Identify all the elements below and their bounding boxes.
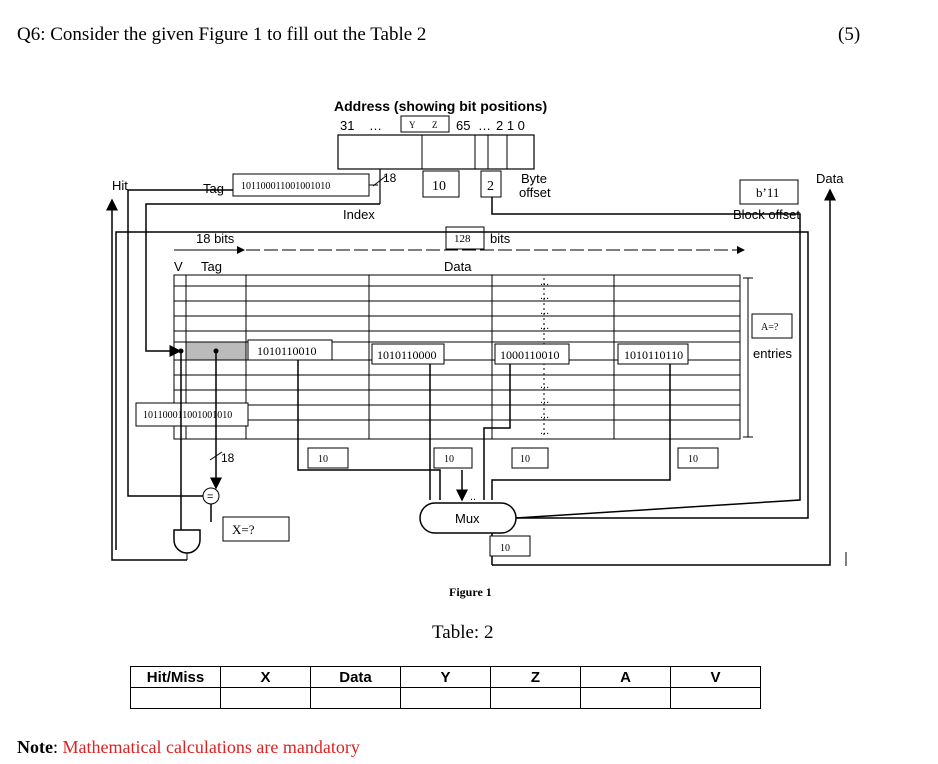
bits-18-label: 18 bits [196, 231, 235, 246]
svg-text:..: .. [470, 491, 476, 503]
compare-width: 18 [221, 451, 235, 465]
x-label: X=? [232, 522, 255, 537]
index-value: 10 [432, 179, 446, 194]
bit-31: 31 [340, 118, 354, 133]
yz-box [400, 115, 450, 133]
v-column-label: V [174, 259, 183, 274]
answer-cell-data[interactable] [310, 687, 401, 709]
word-3: 1010110110 [624, 348, 683, 362]
table-answer-row [130, 687, 761, 709]
entries-label: entries [753, 346, 793, 361]
block-offset-value: b’11 [756, 185, 779, 200]
byte-offset-2: offset [519, 185, 551, 200]
word-0: 1010110010 [257, 344, 317, 358]
word-width-1: 10 [444, 454, 454, 465]
note: Note: Mathematical calculations are mand… [17, 737, 360, 757]
svg-text:...: ... [540, 409, 549, 421]
hit-label: Hit [112, 178, 128, 193]
svg-text:...: ... [540, 394, 549, 406]
question-marks: (5) [838, 24, 861, 45]
a-label: A=? [761, 322, 779, 333]
table-header-row: Hit/Miss X Data Y Z A V [130, 666, 761, 688]
word-1: 1010110000 [377, 348, 437, 362]
answer-cell-hit-miss[interactable] [130, 687, 221, 709]
word-width-0: 10 [318, 454, 328, 465]
word-width-3: 10 [688, 454, 698, 465]
data-out-label: Data [816, 171, 844, 186]
bit-dots: … [369, 118, 382, 133]
bit-dots-2: … [478, 118, 491, 133]
header-z: Z [490, 666, 581, 688]
figure-caption: Figure 1 [449, 585, 492, 599]
answer-cell-x[interactable] [220, 687, 311, 709]
table-2: Hit/Miss X Data Y Z A V [130, 666, 761, 709]
answer-cell-a[interactable] [580, 687, 671, 709]
question-title: Q6: Consider the given Figure 1 to fill … [17, 24, 427, 45]
index-label: Index [343, 207, 375, 222]
tag-label: Tag [203, 181, 224, 196]
tag-compare-value: 101100011001001010 [143, 410, 232, 421]
byte-offset-1: Byte [521, 171, 547, 186]
bits-low: 2 1 0 [496, 118, 525, 133]
svg-text:...: ... [540, 290, 549, 302]
data-column-label: Data [444, 259, 472, 274]
bit-y: Y [409, 120, 416, 130]
eq-symbol: = [207, 491, 213, 503]
tag-width: 18 [383, 171, 397, 185]
offset-width: 2 [487, 179, 494, 194]
mux-out-width: 10 [500, 543, 510, 554]
word-width-2: 10 [520, 454, 530, 465]
answer-cell-y[interactable] [400, 687, 491, 709]
mux-label: Mux [455, 511, 480, 526]
header-data: Data [310, 666, 401, 688]
header-y: Y [400, 666, 491, 688]
svg-text:...: ... [540, 320, 549, 332]
svg-text:...: ... [540, 425, 549, 437]
data-bits-num: 128 [454, 233, 471, 245]
svg-text:...: ... [540, 379, 549, 391]
header-v: V [670, 666, 761, 688]
data-bits-unit: bits [490, 231, 511, 246]
and-gate [173, 529, 201, 554]
answer-cell-z[interactable] [490, 687, 581, 709]
note-text: Mathematical calculations are mandatory [62, 737, 360, 757]
word-2: 1000110010 [500, 348, 560, 362]
svg-text:...: ... [540, 276, 549, 288]
header-x: X [220, 666, 311, 688]
tag-value: 101100011001001010 [241, 181, 330, 192]
answer-cell-v[interactable] [670, 687, 761, 709]
header-hit-miss: Hit/Miss [130, 666, 221, 688]
bits-mid: 65 [456, 118, 470, 133]
bit-z: Z [432, 120, 438, 130]
tag-column-label: Tag [201, 259, 222, 274]
address-title: Address (showing bit positions) [334, 98, 547, 114]
note-label: Note [17, 737, 53, 757]
svg-text:...: ... [540, 305, 549, 317]
table-title: Table: 2 [432, 622, 494, 643]
header-a: A [580, 666, 671, 688]
